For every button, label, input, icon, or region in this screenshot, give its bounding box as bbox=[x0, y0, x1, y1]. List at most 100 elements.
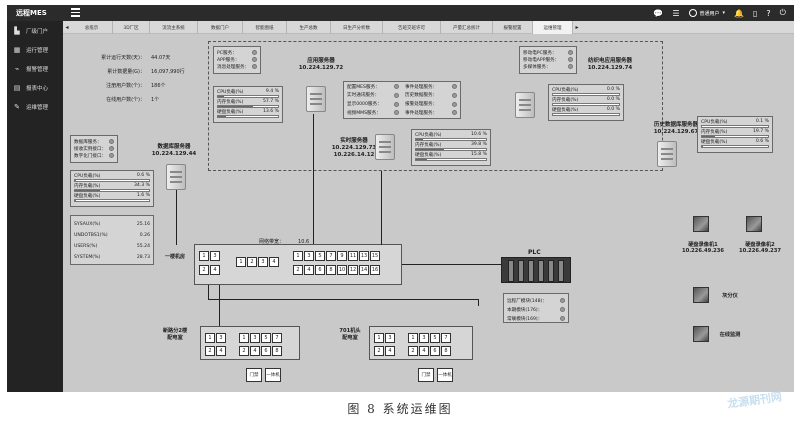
tab-next-icon[interactable]: ▸ bbox=[575, 23, 579, 31]
message-icon[interactable]: 💬 bbox=[653, 8, 664, 18]
dvr-2-icon[interactable] bbox=[746, 216, 762, 232]
tab-shift[interactable]: 告班交班许可 bbox=[383, 21, 441, 34]
switch-port[interactable]: 3 bbox=[216, 333, 226, 343]
terminal-button[interactable]: 一体机 bbox=[265, 368, 281, 382]
dvr-1-icon[interactable] bbox=[693, 216, 709, 232]
switch-port[interactable]: 2 bbox=[199, 265, 209, 275]
switch-port[interactable]: 1 bbox=[236, 257, 246, 267]
switch-port[interactable]: 1 bbox=[374, 333, 384, 343]
switch-port[interactable]: 4 bbox=[210, 265, 220, 275]
ts-value: 25.16 bbox=[136, 222, 150, 227]
switch-port[interactable]: 2 bbox=[374, 346, 384, 356]
switch-port[interactable]: 11 bbox=[348, 251, 358, 261]
switch-port[interactable]: 6 bbox=[315, 265, 325, 275]
switch-port[interactable]: 4 bbox=[269, 257, 279, 267]
switch-port[interactable]: 1 bbox=[293, 251, 303, 261]
switch-port[interactable]: 5 bbox=[261, 333, 271, 343]
switch-port[interactable]: 9 bbox=[337, 251, 347, 261]
switch-port[interactable]: 3 bbox=[210, 251, 220, 261]
sidebar-item-alarm[interactable]: ⌁报警管理 bbox=[7, 59, 63, 78]
door-access-button[interactable]: 门禁 bbox=[418, 368, 434, 382]
door-access-button[interactable]: 门禁 bbox=[246, 368, 262, 382]
switch-port[interactable]: 3 bbox=[385, 333, 395, 343]
terminal-button[interactable]: 一体机 bbox=[437, 368, 453, 382]
switch-port[interactable]: 4 bbox=[419, 346, 429, 356]
switch-port[interactable]: 8 bbox=[441, 346, 451, 356]
menu-icon[interactable] bbox=[71, 8, 80, 17]
switch-port[interactable]: 3 bbox=[258, 257, 268, 267]
switch-port[interactable]: 2 bbox=[205, 346, 215, 356]
switch-port[interactable]: 4 bbox=[250, 346, 260, 356]
cb-server-icon[interactable] bbox=[515, 92, 535, 118]
switch-port[interactable]: 2 bbox=[239, 346, 249, 356]
switch-port[interactable]: 2 bbox=[293, 265, 303, 275]
sidebar-item-portal[interactable]: ▙厂级门户 bbox=[7, 21, 63, 40]
switch-port[interactable]: 3 bbox=[250, 333, 260, 343]
service-label: 配置MES服务： bbox=[347, 84, 380, 90]
switch-port[interactable]: 14 bbox=[359, 265, 369, 275]
switch-port[interactable]: 2 bbox=[408, 346, 418, 356]
switch-port[interactable]: 10 bbox=[337, 265, 347, 275]
tab-3d[interactable]: 3D厂区 bbox=[113, 21, 150, 34]
status-dot bbox=[452, 110, 457, 116]
switch-port[interactable]: 6 bbox=[261, 346, 271, 356]
switch-port[interactable]: 1 bbox=[199, 251, 209, 261]
mobile-icon[interactable]: ▯ bbox=[753, 8, 758, 18]
online-monitor-icon[interactable] bbox=[693, 326, 709, 342]
switch-port[interactable]: 15 bbox=[370, 251, 380, 261]
switch-port[interactable]: 4 bbox=[304, 265, 314, 275]
switch-port[interactable]: 4 bbox=[385, 346, 395, 356]
tab-drawings[interactable]: 智能图纸 bbox=[243, 21, 287, 34]
tab-prev-icon[interactable]: ◂ bbox=[65, 23, 69, 31]
tab-overview[interactable]: 总揽示 bbox=[71, 21, 113, 34]
switch-port[interactable]: 8 bbox=[272, 346, 282, 356]
service-label: PC服务： bbox=[217, 50, 237, 56]
status-dot bbox=[252, 50, 257, 55]
tab-maintenance[interactable]: 运维管理 bbox=[533, 21, 573, 34]
switch-port[interactable]: 8 bbox=[326, 265, 336, 275]
db-server-icon[interactable] bbox=[166, 164, 186, 190]
switch-port[interactable]: 7 bbox=[326, 251, 336, 261]
switch-port[interactable]: 5 bbox=[315, 251, 325, 261]
switch-port[interactable]: 13 bbox=[359, 251, 369, 261]
figure-caption: 图 8 系统运维图 bbox=[347, 402, 453, 416]
switch-port[interactable]: 7 bbox=[441, 333, 451, 343]
tab-output-stats[interactable]: 产量汇总统计 bbox=[441, 21, 493, 34]
switch-port[interactable]: 1 bbox=[239, 333, 249, 343]
cb-server-services: 移动电PC服务： 移动电APP服务： 多媒体服务： bbox=[519, 46, 577, 74]
switch-port[interactable]: 3 bbox=[304, 251, 314, 261]
switch-port[interactable]: 12 bbox=[348, 265, 358, 275]
metric-bar bbox=[415, 148, 487, 151]
list-icon[interactable]: ☰ bbox=[672, 8, 680, 18]
tab-main-system[interactable]: 流流主系统 bbox=[150, 21, 198, 34]
switch-port[interactable]: 5 bbox=[430, 333, 440, 343]
tab-daily-analysis[interactable]: 日生产分析数 bbox=[331, 21, 383, 34]
tab-production[interactable]: 生产总数 bbox=[287, 21, 331, 34]
switch-port[interactable]: 6 bbox=[430, 346, 440, 356]
switch-port[interactable]: 16 bbox=[370, 265, 380, 275]
metric-value: 1.6 % bbox=[136, 193, 150, 198]
rt-server-icon[interactable] bbox=[375, 134, 395, 160]
switch-port[interactable]: 1 bbox=[408, 333, 418, 343]
ash-analyzer-icon[interactable] bbox=[693, 287, 709, 303]
tab-data-portal[interactable]: 数据门户 bbox=[198, 21, 243, 34]
switch-port[interactable]: 2 bbox=[247, 257, 257, 267]
help-icon[interactable]: ? bbox=[766, 8, 771, 18]
switch-port[interactable]: 4 bbox=[216, 346, 226, 356]
power-icon[interactable]: ⏻ bbox=[779, 8, 786, 17]
hist-server-metrics: CPU负载(%)0.1 % 内存负载(%)19.7 % 硬盘负载(%)0.6 % bbox=[697, 116, 773, 153]
bell-icon[interactable]: 🔔 bbox=[734, 8, 745, 18]
switch-port[interactable]: 1 bbox=[205, 333, 215, 343]
tab-alarm-config[interactable]: 报警配置 bbox=[493, 21, 533, 34]
hist-server-icon[interactable] bbox=[657, 141, 677, 167]
metric-bar bbox=[74, 199, 150, 202]
sidebar-item-report[interactable]: ▤报表中心 bbox=[7, 78, 63, 97]
sidebar-item-operation[interactable]: ▦运行管理 bbox=[7, 40, 63, 59]
sidebar-item-maintenance[interactable]: ✎运维管理 bbox=[7, 97, 63, 116]
app-server-icon[interactable] bbox=[306, 86, 326, 112]
metric-label: 内存负载(%) bbox=[701, 129, 728, 135]
switch-port[interactable]: 3 bbox=[419, 333, 429, 343]
switch-port[interactable]: 7 bbox=[272, 333, 282, 343]
user-menu[interactable]: 普通用户▾ bbox=[688, 9, 725, 17]
